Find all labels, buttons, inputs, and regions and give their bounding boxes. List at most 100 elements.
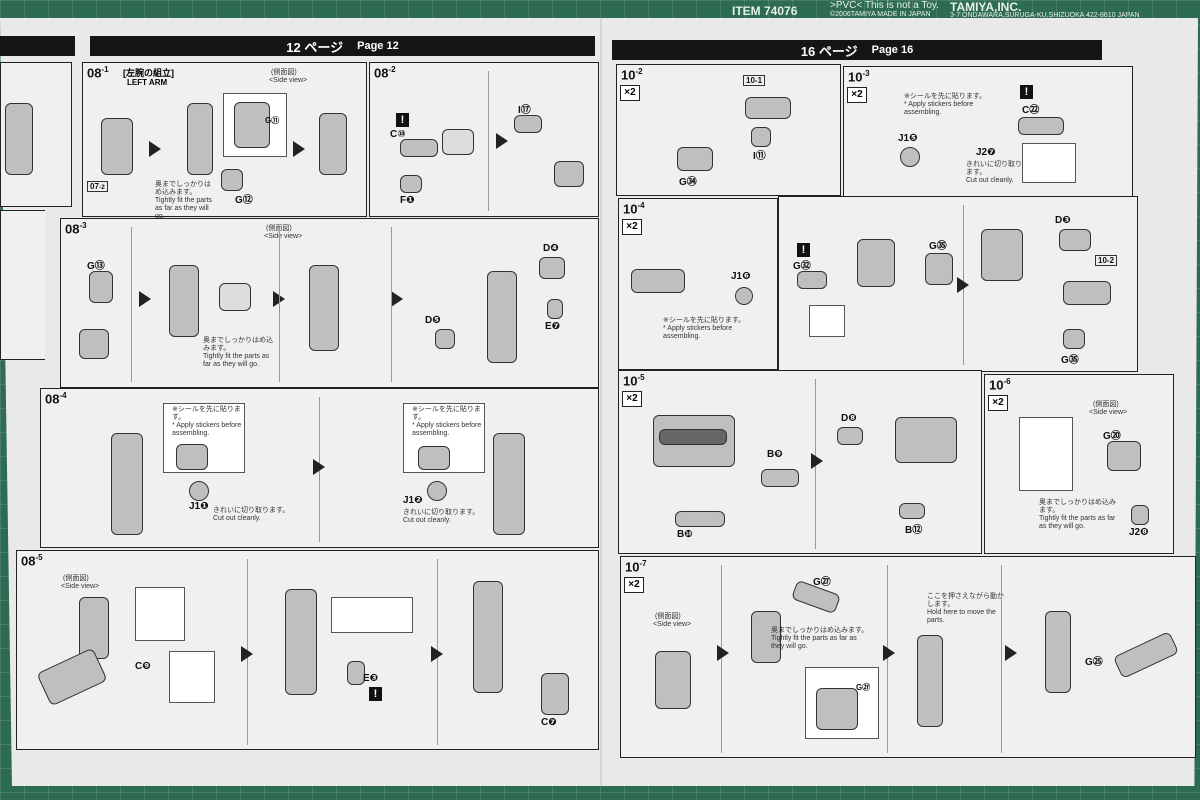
detail-inset bbox=[809, 305, 845, 337]
part-j1-1 bbox=[189, 481, 209, 501]
copyright: ©2006TAMIYA MADE IN JAPAN bbox=[830, 11, 931, 18]
step-arrow bbox=[717, 645, 729, 661]
part-assembly bbox=[917, 635, 943, 727]
part-illustration bbox=[5, 103, 33, 175]
part-i bbox=[751, 127, 771, 147]
part-label: F❶ bbox=[400, 195, 415, 206]
part-assembly bbox=[655, 651, 691, 709]
part-detail bbox=[816, 688, 858, 730]
step-10-3: 10-3 ×2 ※シールを先に貼ります。* Apply stickers bef… bbox=[843, 66, 1133, 198]
step-arrow bbox=[313, 459, 325, 475]
quantity-badge: ×2 bbox=[622, 391, 642, 407]
part-g34 bbox=[677, 147, 713, 171]
step-08-3: 08-3 (側面図) <Side view> G⑬ 奥までしっかりはめ込みます。… bbox=[60, 218, 599, 388]
part-label: C❼ bbox=[541, 717, 557, 728]
page-16-header: 16 ページ Page 16 bbox=[612, 40, 1102, 60]
detail-inset bbox=[1019, 417, 1073, 491]
part-c22 bbox=[1018, 117, 1064, 135]
caution-icon: ! bbox=[1020, 85, 1033, 99]
part-label: G⑬ bbox=[87, 261, 105, 272]
part-g32 bbox=[797, 271, 827, 289]
step-number: 10-6 bbox=[989, 377, 1011, 393]
part-label: C㉒ bbox=[1022, 105, 1040, 116]
caution-icon: ! bbox=[396, 113, 409, 127]
arm-assembly bbox=[111, 433, 143, 535]
step-arrow bbox=[811, 453, 823, 469]
side-view-jp: (側面図) bbox=[1093, 401, 1119, 408]
mat-printing: ITEM 74076 >PVC< This is not a Toy. ©200… bbox=[620, 0, 1200, 24]
ref-step: 10-2 bbox=[1095, 255, 1118, 266]
fit-note: 奥までしっかりはめ込みます。Tightly fit the parts as f… bbox=[771, 627, 869, 650]
step-08-5: 08-5 (側面図) <Side view> C❾ E❸ ! C❼ bbox=[16, 550, 599, 750]
step-arrow bbox=[957, 277, 969, 293]
part-d3 bbox=[1059, 229, 1091, 251]
part-label: G㉜ bbox=[793, 261, 811, 272]
part-label: J2❼ bbox=[976, 147, 996, 158]
divider bbox=[131, 227, 132, 382]
step-number: 08-3 bbox=[65, 221, 87, 237]
side-view-en: <Side view> bbox=[61, 583, 100, 590]
sticker-inset: ※シールを先に貼ります。* Apply stickers before asse… bbox=[403, 403, 485, 473]
part-label: B⑫ bbox=[905, 525, 923, 536]
part-label: D❹ bbox=[543, 243, 559, 254]
step-title-jp: [左腕の組立] bbox=[123, 68, 174, 78]
part-assembly bbox=[981, 229, 1023, 281]
fit-note: 奥までしっかりはめ込みます。Tightly fit the parts as f… bbox=[203, 337, 273, 368]
part-label: J1❺ bbox=[898, 133, 918, 144]
part-label: G㉗ bbox=[813, 577, 831, 588]
arm-part bbox=[187, 103, 213, 175]
part-j1-5 bbox=[900, 147, 920, 167]
part-i17 bbox=[514, 115, 542, 133]
detail-inset bbox=[169, 651, 215, 703]
cut-note: きれいに切り取ります。Cut out cleanly. bbox=[213, 507, 290, 522]
sticker-note: ※シールを先に貼ります。* Apply stickers before asse… bbox=[663, 317, 746, 340]
divider bbox=[1001, 565, 1002, 753]
step-arrow bbox=[293, 141, 305, 157]
arm-assembly bbox=[309, 265, 339, 351]
part-label: J1❻ bbox=[731, 271, 751, 282]
page-16-jp: 16 ページ bbox=[800, 43, 858, 59]
step-08-4: 08-4 ※シールを先に貼ります。* Apply stickers before… bbox=[40, 388, 599, 548]
cut-note: きれいに切り取ります。Cut out cleanly. bbox=[966, 161, 1022, 184]
prev-page-panel-2 bbox=[0, 210, 45, 360]
part-label: C❾ bbox=[135, 661, 151, 672]
step-arrow bbox=[496, 133, 508, 149]
arm-assembly bbox=[493, 433, 525, 535]
part-assembly bbox=[745, 97, 791, 119]
part-d8 bbox=[837, 427, 863, 445]
sticker-inset: ※シールを先に貼ります。* Apply stickers before asse… bbox=[163, 403, 245, 473]
prev-page-header bbox=[0, 36, 75, 56]
part-band bbox=[659, 429, 727, 445]
arm-assembly bbox=[285, 589, 317, 695]
part-f1 bbox=[400, 175, 422, 193]
part-assembly bbox=[895, 417, 957, 463]
part-label: J1❷ bbox=[403, 495, 423, 506]
step-number: 10-5 bbox=[623, 373, 645, 389]
step-number: 08-1 bbox=[87, 65, 109, 81]
caution-icon: ! bbox=[797, 243, 810, 257]
assembled-part bbox=[554, 161, 584, 187]
prev-page-panel bbox=[0, 62, 72, 207]
arm-assembly bbox=[169, 265, 199, 337]
arm-part bbox=[418, 446, 450, 470]
part-g35 bbox=[925, 253, 953, 285]
quantity-badge: ×2 bbox=[620, 85, 640, 101]
part-b12 bbox=[899, 503, 925, 519]
part-label: C⑩ bbox=[390, 129, 406, 140]
part-label: G⑫ bbox=[235, 195, 253, 206]
step-number: 10-2 bbox=[621, 67, 643, 83]
part-b9 bbox=[761, 469, 799, 487]
part-label: B❾ bbox=[767, 449, 783, 460]
part-e7 bbox=[547, 299, 563, 319]
arm-part bbox=[176, 444, 208, 470]
step-number: 10-3 bbox=[848, 69, 870, 85]
step-10-4: 10-4 ×2 J1❻ ※シールを先に貼ります。* Apply stickers… bbox=[618, 198, 778, 370]
part-label: G㉞ bbox=[679, 177, 697, 188]
part-label: G㉕ bbox=[1085, 657, 1103, 668]
step-number: 08-5 bbox=[21, 553, 43, 569]
side-view-jp: (側面図) bbox=[63, 575, 89, 582]
part-assembly bbox=[631, 269, 685, 293]
item-code: ITEM 74076 bbox=[732, 4, 798, 18]
step-number: 08-4 bbox=[45, 391, 67, 407]
part-label: E❼ bbox=[545, 321, 561, 332]
